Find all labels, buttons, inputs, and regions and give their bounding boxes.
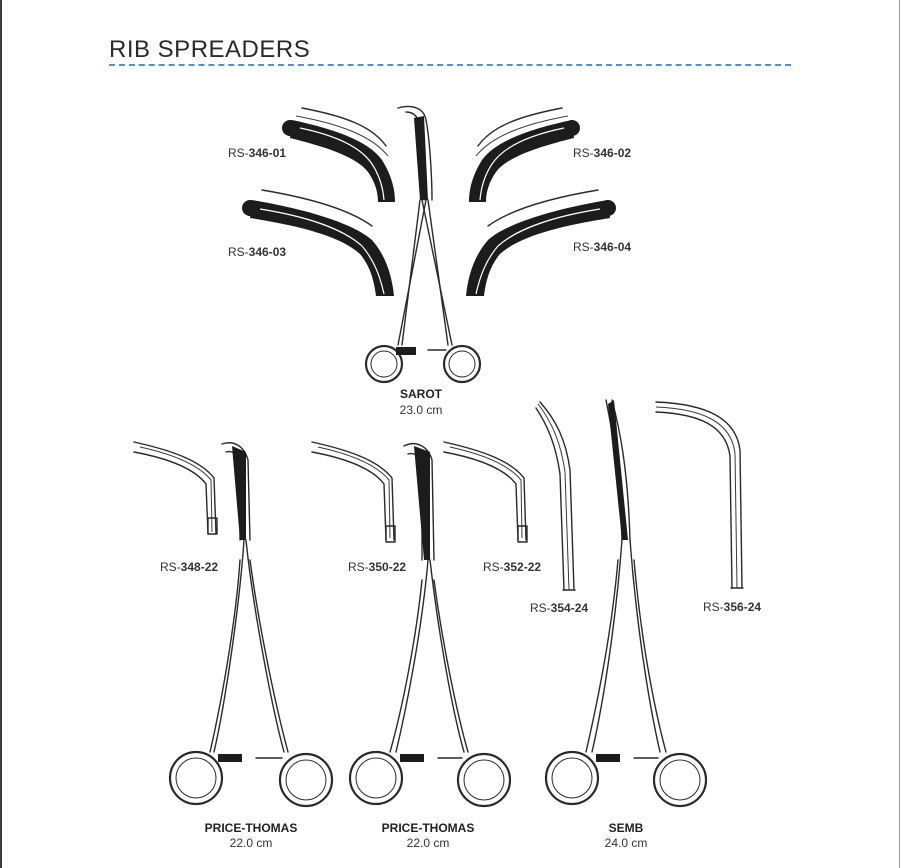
semb-356-24-tip-image bbox=[655, 401, 744, 589]
price-thomas-1-instrument-image bbox=[168, 442, 334, 808]
sarot-tip-346-04-image bbox=[466, 189, 616, 296]
semb-name: SEMB bbox=[608, 821, 644, 835]
sarot-tip-code-346-02: RS-346-02 bbox=[573, 146, 632, 160]
semb-instrument-image bbox=[544, 399, 708, 808]
sarot-tip-code-346-01: RS-346-01 bbox=[228, 146, 287, 160]
price-thomas-350-22-tip-image bbox=[311, 441, 396, 543]
title-dashed-rule bbox=[109, 64, 791, 66]
sarot-tip-code-346-03: RS-346-03 bbox=[228, 245, 287, 259]
price-thomas-1-name: PRICE-THOMAS bbox=[204, 821, 298, 835]
sarot-tip-346-03-image bbox=[242, 189, 394, 296]
price-thomas-2-size: 22.0 cm bbox=[406, 836, 450, 850]
sarot-size: 23.0 cm bbox=[399, 403, 443, 417]
price-thomas-1-size: 22.0 cm bbox=[229, 836, 273, 850]
sarot-tip-code-346-04: RS-346-04 bbox=[573, 240, 632, 254]
sarot-instrument-image bbox=[364, 105, 482, 384]
price-thomas-2-code-350-22: RS-350-22 bbox=[348, 560, 407, 574]
semb-size: 24.0 cm bbox=[604, 836, 648, 850]
price-thomas-352-22-tip-image bbox=[443, 441, 528, 543]
semb-code-356-24: RS-356-24 bbox=[703, 600, 762, 614]
price-thomas-2-name: PRICE-THOMAS bbox=[381, 821, 475, 835]
price-thomas-2-instrument-image bbox=[348, 442, 512, 808]
semb-code-354-24: RS-354-24 bbox=[530, 601, 589, 615]
sarot-tip-346-01-image bbox=[282, 107, 395, 202]
page-title: RIB SPREADERS bbox=[109, 36, 311, 64]
sarot-tip-346-02-image bbox=[469, 107, 580, 202]
price-thomas-348-22-tip-image bbox=[133, 441, 218, 535]
page-edge-left bbox=[0, 0, 2, 868]
price-thomas-2-code-352-22: RS-352-22 bbox=[483, 560, 542, 574]
semb-354-24-tip-image bbox=[535, 401, 576, 591]
price-thomas-1-code: RS-348-22 bbox=[160, 560, 219, 574]
sarot-name: SAROT bbox=[400, 387, 442, 401]
